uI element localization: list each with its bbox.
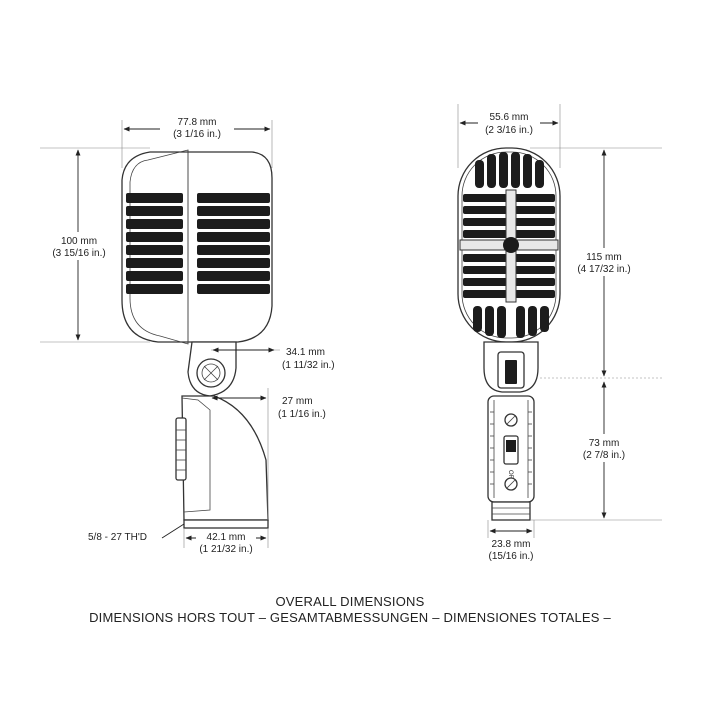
dim-handle-height-in: (2 7/8 in.) <box>583 450 625 461</box>
dim-stand-width-mm: 27 mm <box>282 396 313 407</box>
side-view-microphone <box>121 149 273 529</box>
front-view-microphone: OFF <box>457 147 561 521</box>
side-dimensions: 77.8 mm (3 1/16 in.) 100 mm (3 15/16 in.… <box>40 112 335 556</box>
caption: OVERALL DIMENSIONS DIMENSIONS HORS TOUT … <box>89 594 611 625</box>
front-connector <box>491 501 531 521</box>
dim-side-height-mm: 100 mm <box>61 236 97 247</box>
dim-connector-width-in: (15/16 in.) <box>488 551 533 562</box>
side-thread-base <box>183 519 269 529</box>
dim-head-height-mm: 115 mm <box>586 252 621 263</box>
dim-front-width-mm: 55.6 mm <box>490 112 529 123</box>
dim-side-width-in: (3 1/16 in.) <box>173 129 221 140</box>
dim-connector-width-mm: 23.8 mm <box>492 539 531 550</box>
dim-side-width-mm: 77.8 mm <box>178 117 217 128</box>
front-grille-middle <box>463 194 555 298</box>
front-grille-bottom <box>473 306 549 338</box>
caption-subtitle: DIMENSIONS HORS TOUT – GESAMTABMESSUNGEN… <box>89 610 611 625</box>
side-grille-left <box>126 193 183 294</box>
side-head-inner <box>129 149 189 345</box>
dim-front-width-in: (2 3/16 in.) <box>485 125 533 136</box>
dim-stand-width-in: (1 1/16 in.) <box>278 409 326 420</box>
caption-title: OVERALL DIMENSIONS <box>275 594 424 609</box>
dim-pivot-depth-mm: 34.1 mm <box>286 347 325 358</box>
front-dimensions: 55.6 mm (2 3/16 in.) 115 mm (4 17/32 in.… <box>457 104 662 562</box>
side-stand-body <box>181 395 269 521</box>
front-center-badge <box>503 237 519 253</box>
side-switch <box>175 417 187 481</box>
dim-side-height-in: (3 15/16 in.) <box>52 248 105 259</box>
dim-base-width-in: (1 21/32 in.) <box>199 544 252 555</box>
side-grille-right <box>197 193 270 294</box>
dim-handle-height-mm: 73 mm <box>589 438 620 449</box>
thread-label: 5/8 - 27 TH'D <box>88 532 147 543</box>
dim-base-width-mm: 42.1 mm <box>207 532 246 543</box>
switch-label: OFF <box>507 470 513 482</box>
dim-head-height-in: (4 17/32 in.) <box>577 264 630 275</box>
front-grille-top <box>475 152 544 188</box>
dim-pivot-depth-in: (1 11/32 in.) <box>282 360 335 371</box>
